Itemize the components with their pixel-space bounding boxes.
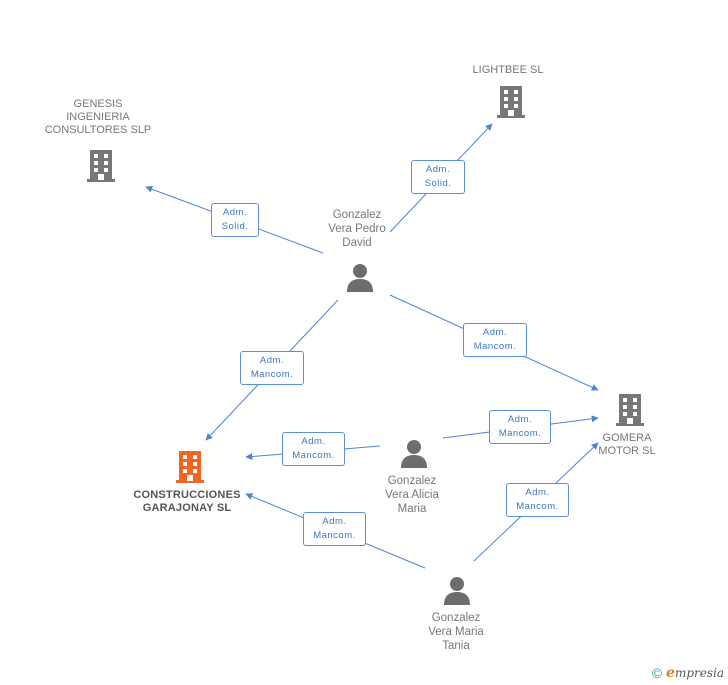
footer-branding: © empresia (652, 665, 724, 681)
brand-logo[interactable]: empresia (666, 665, 724, 681)
edge-label-line: Adm. (482, 327, 508, 338)
edge-label-line: Mancom. (498, 428, 542, 439)
edge-label-line: Mancom. (473, 341, 517, 352)
company-label-construcciones[interactable]: CONSTRUCCIONES GARAJONAY SL (122, 489, 252, 515)
edge-label-pedro-gomera[interactable]: Adm. Mancom. (463, 323, 527, 357)
company-label-genesis[interactable]: GENESIS INGENIERIA CONSULTORES SLP (38, 98, 158, 137)
edge-label-alicia-construcciones[interactable]: Adm. Mancom. (282, 432, 345, 466)
label-line: GARAJONAY SL (142, 502, 232, 514)
person-label-alicia[interactable]: Gonzalez Vera Alicia Maria (364, 474, 460, 516)
edge-label-line: Adm. (259, 355, 285, 366)
company-label-lightbee-text: LIGHTBEE SL (472, 64, 544, 76)
label-line: David (342, 237, 372, 249)
edge-label-line: Mancom. (313, 530, 356, 541)
label-line: Gonzalez (431, 612, 481, 624)
person-label-pedro[interactable]: Gonzalez Vera Pedro David (310, 208, 404, 250)
building-icon-construcciones[interactable] (175, 449, 205, 483)
building-icon-genesis[interactable] (86, 148, 116, 182)
label-line: CONSULTORES SLP (44, 124, 152, 136)
label-line: GENESIS (73, 98, 123, 110)
edge-label-pedro-lightbee[interactable]: Adm. Solid. (411, 160, 465, 194)
company-label-gomera[interactable]: GOMERA MOTOR SL (592, 432, 662, 458)
label-line: Gonzalez (332, 209, 382, 221)
edge-label-line: Adm. (507, 414, 533, 425)
edge-label-line: Mancom. (292, 450, 335, 461)
label-line: Vera Alicia (385, 489, 439, 501)
edge-label-line: Adm. (301, 436, 326, 447)
edge-label-tania-gomera[interactable]: Adm. Mancom. (506, 483, 569, 517)
edge-label-line: Adm. (322, 516, 347, 527)
label-line: Vera Pedro (328, 223, 386, 235)
brand-logo-rest: mpresia (674, 666, 724, 680)
edge-label-line: Adm. (525, 487, 550, 498)
edge-label-pedro-genesis[interactable]: Adm. Solid. (211, 203, 259, 237)
label-line: Vera Maria (428, 626, 484, 638)
building-icon-gomera[interactable] (615, 392, 645, 426)
label-line: GOMERA (602, 432, 652, 444)
person-icon-pedro[interactable] (345, 262, 375, 292)
person-icon-tania[interactable] (442, 575, 472, 605)
label-line: Gonzalez (387, 475, 437, 487)
edge-label-alicia-gomera[interactable]: Adm. Mancom. (489, 410, 551, 444)
person-icon-alicia[interactable] (399, 438, 429, 468)
label-line: Maria (397, 503, 427, 515)
edge-label-line: Adm. (425, 164, 451, 175)
copyright-icon: © (651, 665, 663, 681)
edge-label-tania-construcciones[interactable]: Adm. Mancom. (303, 512, 366, 546)
brand-logo-initial: e (666, 665, 675, 681)
person-label-tania[interactable]: Gonzalez Vera Maria Tania (408, 611, 504, 653)
edge-label-line: Mancom. (250, 369, 294, 380)
label-line: Tania (442, 640, 470, 652)
label-line: MOTOR SL (598, 445, 656, 457)
edge-label-line: Solid. (221, 221, 249, 232)
company-label-lightbee[interactable]: LIGHTBEE SL (458, 64, 558, 77)
edge-label-line: Mancom. (516, 501, 559, 512)
building-icon-lightbee[interactable] (496, 84, 526, 118)
edge-label-pedro-construcciones[interactable]: Adm. Mancom. (240, 351, 304, 385)
edge-label-line: Solid. (424, 178, 452, 189)
label-line: CONSTRUCCIONES (133, 489, 241, 501)
edge-label-line: Adm. (222, 207, 248, 218)
label-line: INGENIERIA (66, 111, 130, 123)
